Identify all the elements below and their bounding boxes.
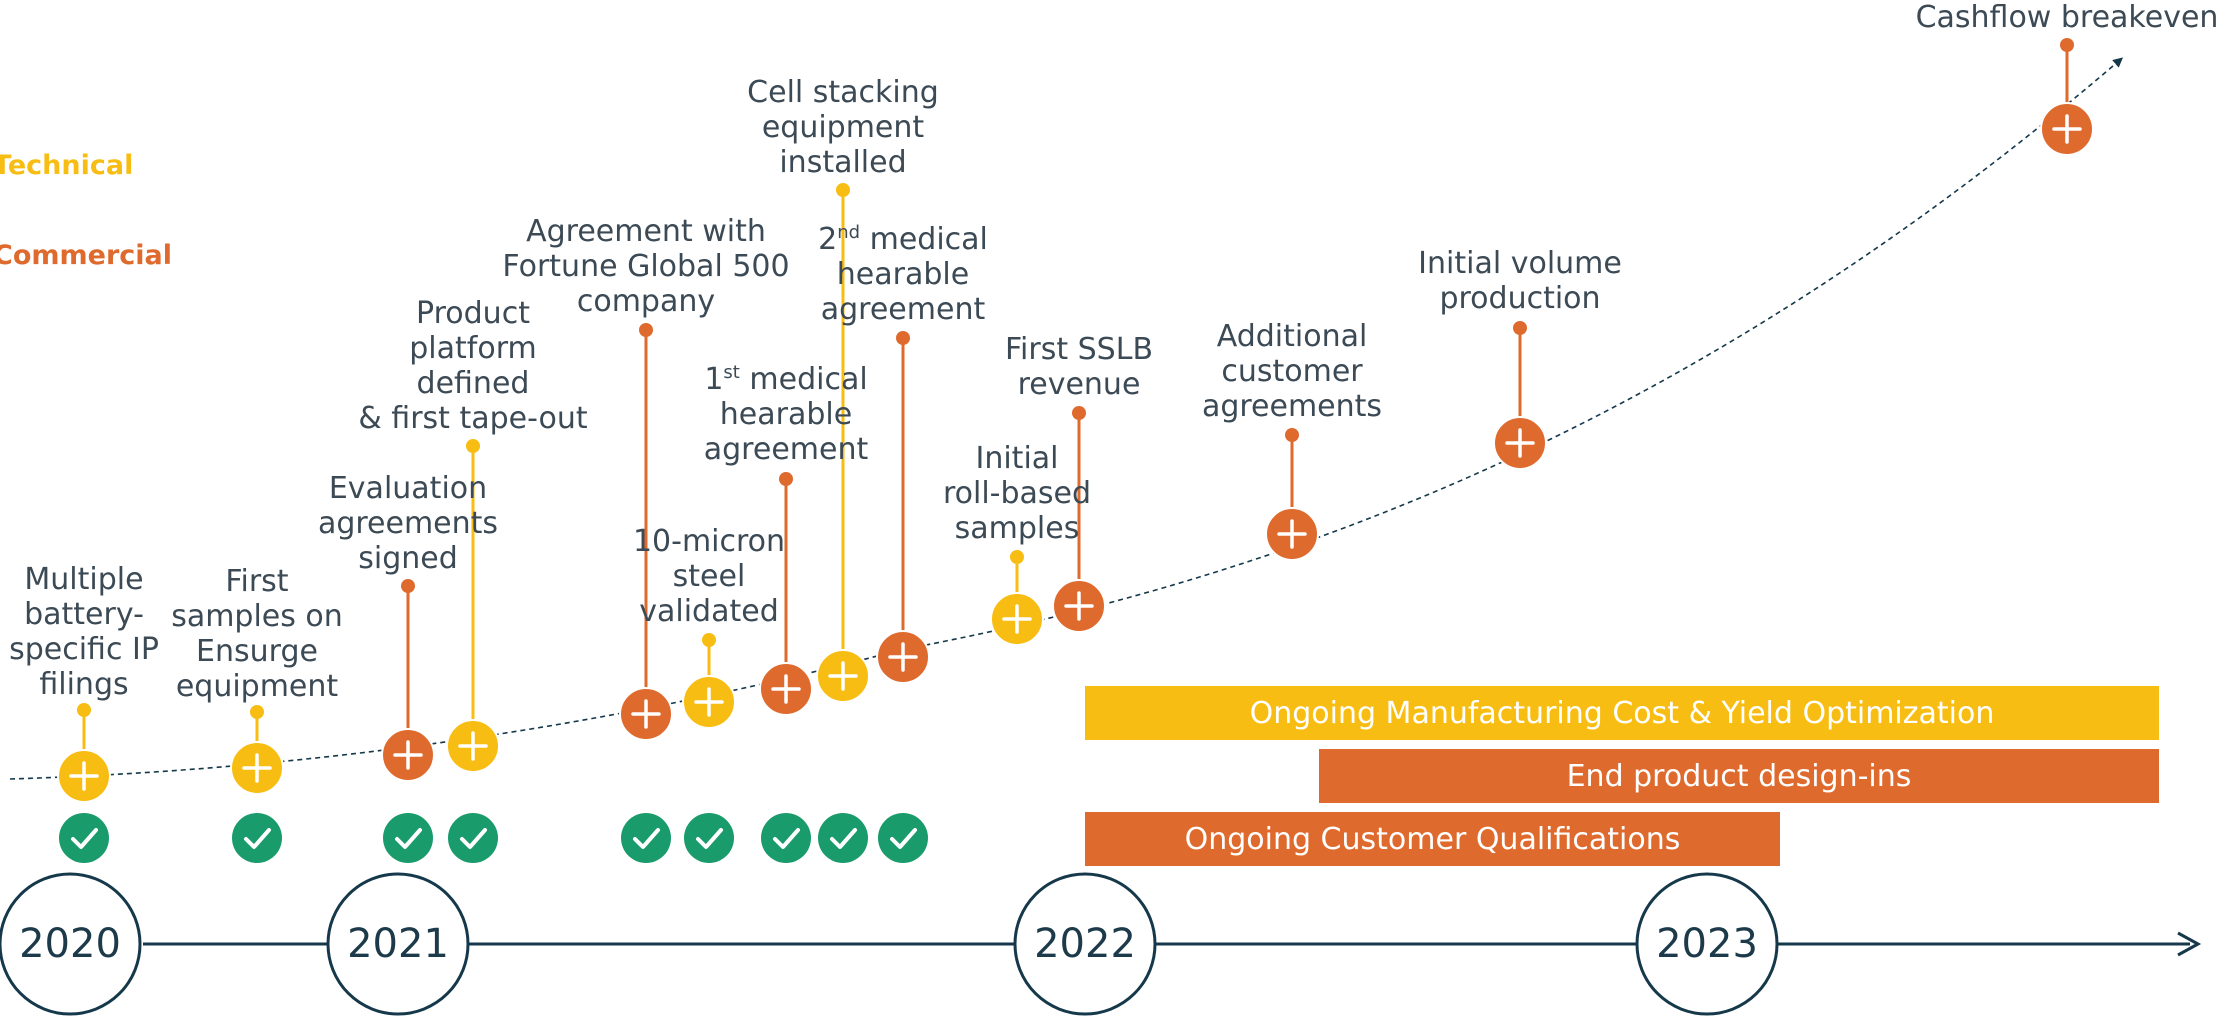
checkmark-icon — [696, 828, 723, 849]
stem-dot — [77, 703, 91, 717]
plus-icon — [69, 761, 99, 791]
stem-dot — [779, 472, 793, 486]
stem-dot — [639, 323, 653, 337]
legend-technical: Technical — [0, 150, 134, 181]
year-label-2021: 2021 — [347, 921, 449, 967]
stem-dot — [466, 439, 480, 453]
stem-dot — [836, 183, 850, 197]
plus-icon — [1064, 591, 1094, 621]
timeline-arrow-icon — [2177, 931, 2202, 957]
year-label-2020: 2020 — [19, 921, 121, 967]
check-circle-medical-2 — [878, 813, 928, 863]
plus-icon — [242, 753, 272, 783]
milestone-sslb-revenue — [1052, 406, 1106, 633]
year-circle-2021 — [326, 872, 470, 1016]
bar-design-ins: End product design-ins — [1319, 749, 2159, 803]
stem-dot — [250, 705, 264, 719]
bar-customer-qualifications: Ongoing Customer Qualifications — [1085, 812, 1780, 866]
milestone-product-platform — [446, 439, 500, 773]
plus-icon — [458, 731, 488, 761]
bar-manufacturing-optimization: Ongoing Manufacturing Cost & Yield Optim… — [1085, 686, 2159, 740]
stem-dot — [1010, 550, 1024, 564]
plus-icon — [828, 661, 858, 691]
milestone-cashflow — [2040, 38, 2094, 156]
check-circle-first-samples — [232, 813, 282, 863]
plus-icon — [1277, 519, 1307, 549]
check-circle-cell-stacking — [818, 813, 868, 863]
checkmark-icon — [395, 828, 422, 849]
milestone-steel-validated — [682, 633, 736, 729]
plus-icon — [888, 642, 918, 672]
check-circle-ip-filings — [59, 813, 109, 863]
milestone-ip-filings — [57, 703, 111, 803]
plus-icon — [631, 699, 661, 729]
checkmark-icon — [244, 828, 271, 849]
year-circle-2020 — [0, 872, 142, 1016]
milestone-roll-samples — [990, 550, 1044, 646]
checkmark-icon — [890, 828, 917, 849]
checkmark-icon — [633, 828, 660, 849]
check-circle-steel-validated — [684, 813, 734, 863]
check-circle-product-platform — [448, 813, 498, 863]
plus-icon — [771, 674, 801, 704]
stem-dot — [401, 579, 415, 593]
check-circle-medical-1 — [761, 813, 811, 863]
milestone-customer-agreements — [1265, 428, 1319, 561]
year-label-2022: 2022 — [1034, 921, 1136, 967]
check-circle-evaluation — [383, 813, 433, 863]
plus-icon — [393, 740, 423, 770]
stem-dot — [702, 633, 716, 647]
year-circle-2023 — [1635, 872, 1779, 1016]
plus-icon — [694, 687, 724, 717]
plus-icon — [1002, 604, 1032, 634]
checkmark-icon — [71, 828, 98, 849]
checkmark-icon — [460, 828, 487, 849]
milestone-first-samples — [230, 705, 284, 795]
milestone-medical-2 — [876, 331, 930, 684]
milestone-volume-production — [1493, 321, 1547, 470]
growth-curve-dashed — [9, 57, 2124, 780]
stem-dot — [896, 331, 910, 345]
milestone-evaluation — [381, 579, 435, 782]
stem-dot — [1072, 406, 1086, 420]
year-label-2023: 2023 — [1656, 921, 1758, 967]
checkmark-icon — [773, 828, 800, 849]
stem-dot — [1285, 428, 1299, 442]
milestone-fortune-agreement — [619, 323, 673, 741]
check-circle-fortune-agreement — [621, 813, 671, 863]
milestone-medical-1 — [759, 472, 813, 716]
stem-dot — [1513, 321, 1527, 335]
plus-icon — [2052, 114, 2082, 144]
stem-dot — [2060, 38, 2074, 52]
plus-icon — [1505, 428, 1535, 458]
label-cashflow: Cashflow breakeven — [1915, 0, 2219, 35]
year-circle-2022 — [1013, 872, 1157, 1016]
legend-commercial: Commercial — [0, 240, 172, 271]
checkmark-icon — [830, 828, 857, 849]
milestone-cell-stacking — [816, 183, 870, 703]
